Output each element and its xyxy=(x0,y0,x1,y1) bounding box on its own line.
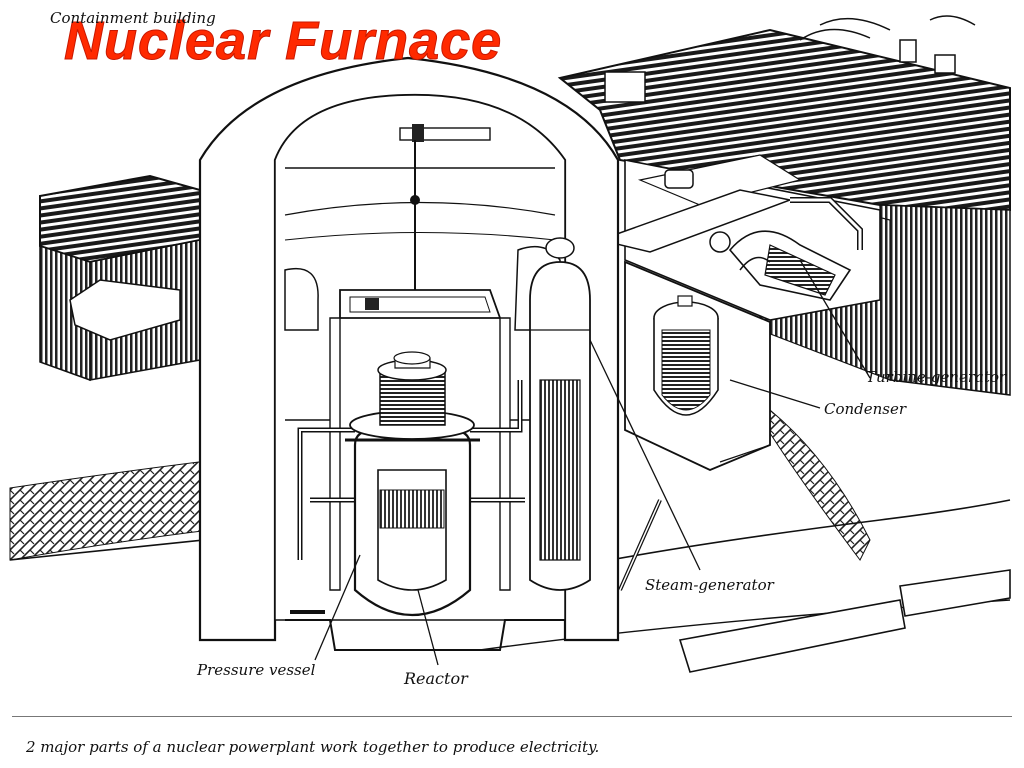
steam-generator xyxy=(529,237,591,591)
caption-divider xyxy=(12,716,1012,717)
label-steam-generator: Steam-generator xyxy=(645,576,774,594)
label-condenser: Condenser xyxy=(824,400,907,418)
steam-generator-leader xyxy=(589,339,701,571)
slide-title: Nuclear Furnace xyxy=(63,11,503,71)
condenser xyxy=(653,295,719,416)
label-pressure-vessel: Pressure vessel xyxy=(197,661,316,679)
condenser-pit xyxy=(618,260,771,591)
pressure-vessel-leader xyxy=(314,554,361,661)
label-reactor: Reactor xyxy=(404,669,468,688)
condenser-leader xyxy=(729,379,821,409)
label-turbine-generator: Turbine-generator xyxy=(866,370,1007,385)
reactor-leader xyxy=(417,589,439,666)
annex-building xyxy=(39,174,201,382)
turbine-deck xyxy=(597,154,881,321)
caption: 2 major parts of a nuclear powerplant wo… xyxy=(26,738,600,756)
reactor xyxy=(377,351,447,591)
leader-lines xyxy=(314,259,871,666)
label-containment-building: Containment building xyxy=(50,9,216,27)
turbine-leader xyxy=(799,259,871,379)
turbine-generator xyxy=(709,230,852,301)
